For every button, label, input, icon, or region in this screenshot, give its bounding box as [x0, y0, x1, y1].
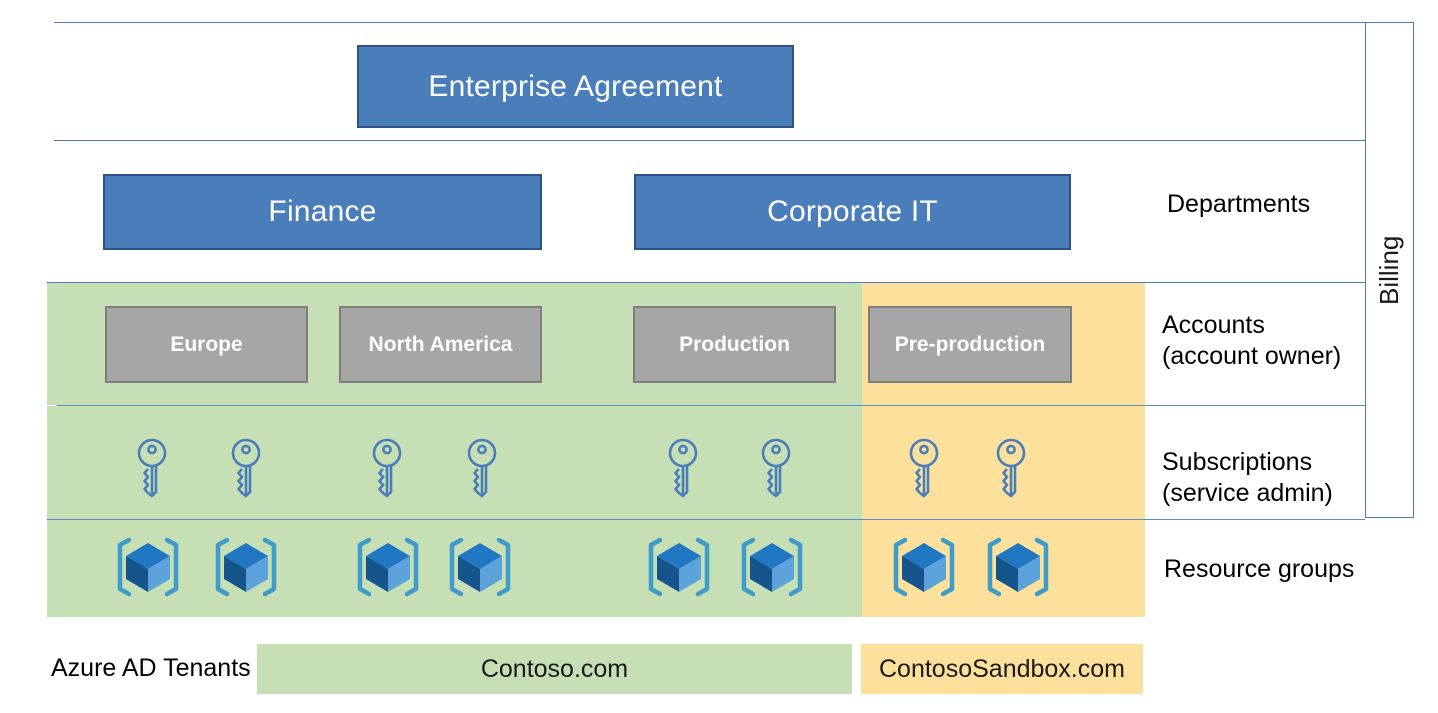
key-icon[interactable] [463, 437, 501, 499]
account-label-production: Production [679, 332, 790, 356]
account-box-production[interactable]: Production [633, 306, 836, 383]
resource-group-cube-icon[interactable] [211, 534, 281, 600]
row-label-accounts: Accounts (account owner) [1162, 311, 1342, 370]
key-icon[interactable] [133, 437, 171, 499]
key-icon[interactable] [227, 437, 265, 499]
row-label-departments: Departments [1167, 190, 1311, 218]
key-icon[interactable] [757, 437, 795, 499]
key-icon[interactable] [368, 437, 406, 499]
account-label-europe: Europe [170, 332, 243, 356]
contoso-green-band-resource-groups [47, 520, 862, 617]
tenant-label-contoso: Contoso.com [480, 654, 629, 683]
tenant-band-contososandbox[interactable]: ContosoSandbox.com [861, 644, 1143, 694]
billing-label: Billing [1374, 235, 1404, 305]
row-label-resource-groups: Resource groups [1164, 555, 1355, 583]
department-label-corporate-it: Corporate IT [767, 195, 938, 228]
billing-column: Billing [1365, 22, 1414, 518]
account-box-pre-production[interactable]: Pre-production [868, 306, 1072, 383]
key-icon[interactable] [905, 437, 943, 499]
azure-ad-tenants-label: Azure AD Tenants [51, 654, 251, 682]
account-label-north-america: North America [368, 332, 513, 356]
rule-departments-accounts [47, 282, 1365, 283]
resource-group-cube-icon[interactable] [353, 534, 423, 600]
tenant-band-contoso[interactable]: Contoso.com [257, 644, 852, 694]
key-icon[interactable] [992, 437, 1030, 499]
account-box-europe[interactable]: Europe [105, 306, 308, 383]
department-box-corporate-it[interactable]: Corporate IT [634, 174, 1071, 250]
resource-group-cube-icon[interactable] [737, 534, 807, 600]
contoso-green-band-subscriptions [47, 406, 862, 519]
department-box-finance[interactable]: Finance [103, 174, 542, 250]
resource-group-cube-icon[interactable] [983, 534, 1053, 600]
rule-subscriptions-resourcegroups [47, 519, 1365, 520]
tenant-label-contososandbox: ContosoSandbox.com [879, 654, 1125, 683]
resource-group-cube-icon[interactable] [113, 534, 183, 600]
resource-group-cube-icon[interactable] [889, 534, 959, 600]
rule-top [54, 22, 1365, 23]
account-box-north-america[interactable]: North America [339, 306, 542, 383]
key-icon[interactable] [664, 437, 702, 499]
enterprise-agreement-label: Enterprise Agreement [428, 69, 723, 103]
resource-group-cube-icon[interactable] [445, 534, 515, 600]
account-label-pre-production: Pre-production [894, 332, 1046, 356]
rule-enterprise-departments [54, 140, 1365, 141]
department-label-finance: Finance [268, 195, 377, 228]
resource-group-cube-icon[interactable] [644, 534, 714, 600]
row-label-subscriptions: Subscriptions (service admin) [1162, 448, 1333, 507]
rule-accounts-subscriptions [57, 405, 1365, 406]
enterprise-agreement-box[interactable]: Enterprise Agreement [357, 45, 794, 128]
